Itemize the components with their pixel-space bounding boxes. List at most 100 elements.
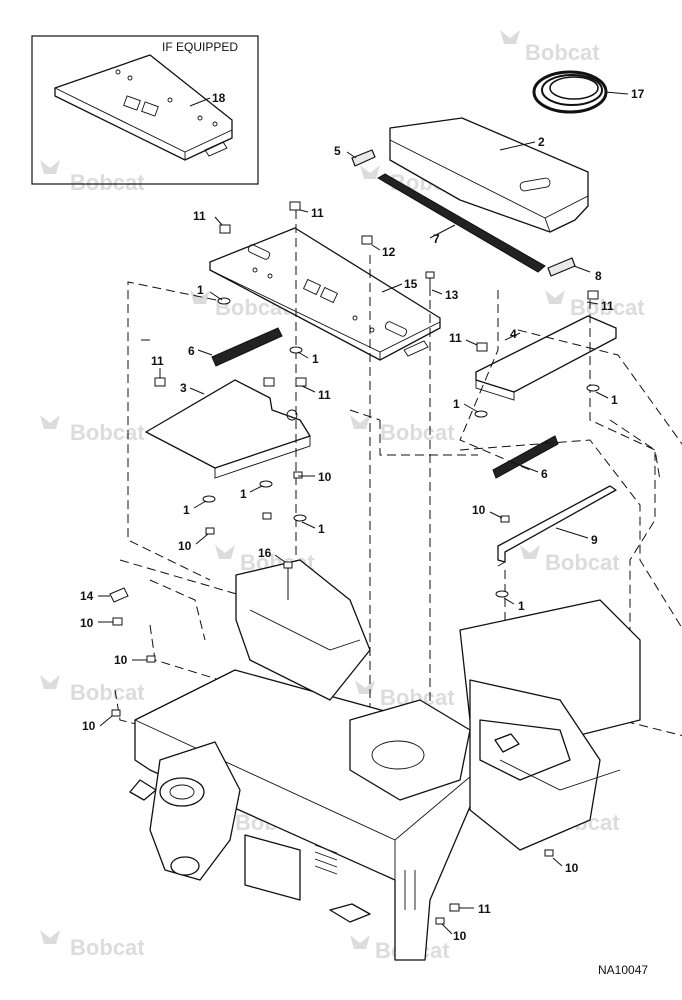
callout-5: 5 (334, 144, 341, 158)
callout-10-f: 10 (114, 653, 128, 667)
watermark-9: Bobcat (520, 545, 620, 575)
callout-11-g: 11 (601, 299, 614, 313)
washer-1-h (495, 590, 509, 598)
inset-frame (31, 35, 259, 185)
callout-1-h: 1 (518, 599, 525, 613)
part-4-plate (475, 315, 617, 401)
part-5-seal (351, 149, 376, 167)
svg-text:Bobcat: Bobcat (70, 680, 145, 705)
callout-6-b: 6 (541, 467, 548, 481)
nut-10-e (112, 617, 123, 626)
washer-1-g (293, 514, 307, 522)
nut-12 (361, 235, 373, 245)
part-15-main-plate (209, 227, 441, 361)
callout-3: 3 (180, 381, 187, 395)
part-17-seal-coil (532, 70, 608, 114)
svg-text:Bobcat: Bobcat (70, 420, 145, 445)
bolt-10-b (262, 512, 272, 520)
washer-1-d (586, 384, 600, 392)
callout-labels: 18 17 5 2 11 11 7 12 8 15 13 1 11 6 11 4… (80, 87, 645, 943)
bolt-16 (283, 561, 293, 600)
callout-1-b: 1 (312, 352, 319, 366)
watermark-5: Bobcat (545, 290, 645, 320)
callout-1-d: 1 (611, 393, 618, 407)
callout-18: 18 (212, 91, 226, 105)
callout-10-g: 10 (82, 719, 96, 733)
callout-leaders (98, 91, 629, 935)
nut-11-g (587, 290, 599, 300)
watermark-6: Bobcat (40, 415, 145, 445)
callout-17: 17 (631, 87, 645, 101)
nut-11-c (154, 377, 166, 387)
watermark-14: Bobcat (40, 930, 145, 960)
callout-14: 14 (80, 589, 94, 603)
callout-11-h: 11 (478, 902, 491, 916)
callout-10-e: 10 (80, 616, 94, 630)
callout-10-c: 10 (178, 539, 192, 553)
callout-10-d: 10 (472, 503, 486, 517)
bolt-10-i (435, 917, 445, 925)
nut-11-a (219, 224, 231, 234)
callout-10-a: 10 (318, 470, 332, 484)
part-6-strip-left (211, 327, 283, 367)
inset-label: IF EQUIPPED (162, 40, 238, 54)
bolt-10-g (111, 709, 121, 717)
callout-7: 7 (433, 232, 440, 246)
watermark-1: Bobcat (500, 30, 600, 65)
callout-6-a: 6 (188, 344, 195, 358)
bolt-10-d (500, 515, 510, 523)
callout-11-c: 11 (151, 354, 164, 368)
part-8-seal (547, 257, 576, 277)
callout-10-h: 10 (565, 861, 579, 875)
watermark-10: Bobcat (40, 675, 145, 705)
callout-11-b: 11 (311, 206, 324, 220)
nut-11-f (476, 342, 488, 352)
clip-14 (109, 587, 129, 603)
washer-1-b (289, 346, 303, 354)
svg-text:Bobcat: Bobcat (570, 295, 645, 320)
nut-11-b (289, 201, 301, 211)
part-6-strip-right (492, 435, 559, 479)
svg-text:Bobcat: Bobcat (525, 40, 600, 65)
callout-9: 9 (591, 533, 598, 547)
callout-1-g: 1 (318, 522, 325, 536)
part-2-panel (389, 117, 589, 233)
callout-4: 4 (510, 327, 517, 341)
nut-11-d (263, 377, 275, 387)
callout-11-a: 11 (193, 209, 206, 223)
hardware (109, 201, 600, 925)
washer-1-f (202, 495, 216, 503)
bolt-10-h (544, 849, 554, 857)
svg-text:Bobcat: Bobcat (380, 420, 455, 445)
callout-10-i: 10 (453, 929, 467, 943)
callout-15: 15 (404, 277, 418, 291)
callout-11-f: 11 (449, 331, 462, 345)
svg-text:Bobcat: Bobcat (70, 170, 145, 195)
callout-1-f: 1 (183, 503, 190, 517)
part-3-plate (145, 379, 311, 479)
part-7-strip (377, 173, 546, 273)
callout-8: 8 (595, 269, 602, 283)
callout-11-e: 11 (318, 388, 331, 402)
callout-12: 12 (382, 245, 396, 259)
callout-2: 2 (538, 135, 545, 149)
frame-assembly (129, 559, 641, 961)
callout-1-a: 1 (197, 283, 204, 297)
watermark-7: Bobcat (350, 415, 455, 445)
callout-16: 16 (258, 546, 272, 560)
bolt-10-c (205, 527, 215, 535)
part-18-plate (54, 54, 233, 161)
bolt-10-a (293, 471, 303, 479)
watermark-2: Bobcat (40, 160, 145, 195)
washer-1-e (259, 480, 273, 488)
bolt-10-f (146, 655, 156, 663)
nut-11-e (295, 377, 307, 387)
callout-13: 13 (445, 288, 459, 302)
bolt-13 (425, 271, 435, 296)
drawing-id: NA10047 (598, 963, 648, 977)
callout-1-c: 1 (453, 397, 460, 411)
washer-1-c (474, 410, 488, 418)
part-9-bar (497, 485, 617, 567)
inset-box: IF EQUIPPED (31, 35, 259, 185)
